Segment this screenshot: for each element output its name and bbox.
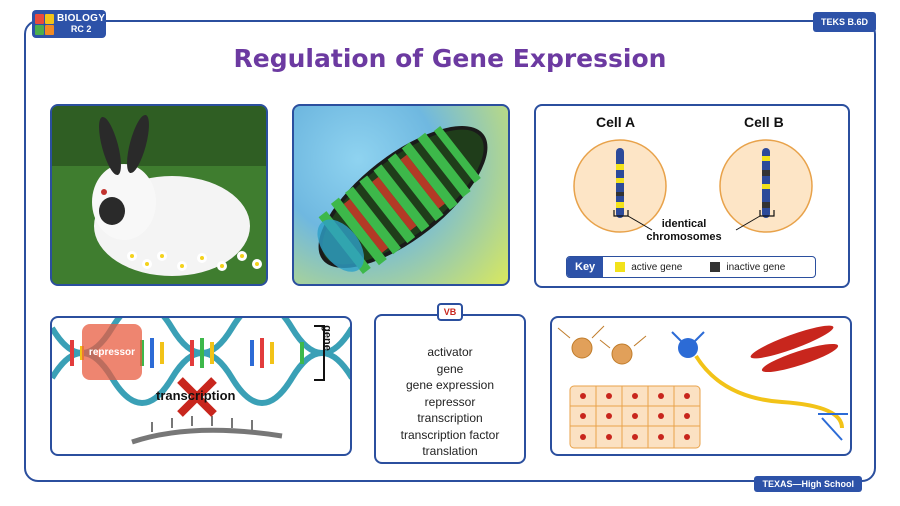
- legend-key: Key active gene inactive gene: [566, 256, 816, 278]
- vocab-word: gene: [436, 361, 464, 376]
- vocab-word: activator: [427, 345, 473, 359]
- transcription-label: transcription: [156, 388, 236, 403]
- vocabulary-panel: activator gene gene expression repressor…: [374, 314, 526, 464]
- glial-cells: [557, 325, 647, 365]
- badge-subject: BIOLOGY: [57, 13, 106, 24]
- chromosome-b: [762, 148, 770, 218]
- vocab-word: translation: [422, 444, 478, 458]
- repressor-protein: repressor: [82, 324, 142, 380]
- cell-b-label: Cell B: [744, 114, 784, 130]
- vocab-word: transcription factor: [400, 427, 500, 442]
- blocked-x-icon: [177, 377, 217, 417]
- mrna-strand: [131, 416, 283, 445]
- active-gene-label: active gene: [631, 261, 683, 273]
- vocab-word: transcription: [417, 411, 483, 425]
- biology-logo-icon: [35, 14, 54, 35]
- inactive-gene-swatch: [710, 262, 721, 272]
- biology-badge: BIOLOGY RC 2: [32, 10, 106, 38]
- embryo-image: [292, 104, 510, 286]
- vocabulary-list: activator gene gene expression repressor…: [376, 344, 524, 460]
- vocabulary-icon: VB: [437, 303, 463, 321]
- page-title: Regulation of Gene Expression: [233, 44, 667, 73]
- badge-code: RC 2: [70, 24, 92, 34]
- vocab-word: gene expression: [405, 378, 495, 392]
- active-gene-swatch: [615, 262, 626, 272]
- teks-badge: TEKS B.6D: [812, 12, 876, 32]
- inactive-gene-label: inactive gene: [726, 261, 786, 273]
- identical-chromosomes-label: identical chromosomes: [646, 218, 722, 243]
- gene-label: gene: [321, 325, 334, 351]
- rabbit-image: [50, 104, 268, 286]
- key-tag: Key: [567, 257, 604, 277]
- chromosome-a: [616, 148, 624, 218]
- cell-a-label: Cell A: [596, 114, 636, 130]
- chromosome-cells-panel: Cell A Cell B identical chromosomes Key …: [534, 104, 850, 288]
- vocab-word: repressor: [424, 394, 476, 409]
- cell-types-panel: [550, 316, 852, 456]
- texas-badge: TEXAS—High School: [754, 476, 862, 492]
- neuron-cell: [671, 331, 848, 441]
- dna-repressor-panel: repressor gene transcription: [50, 316, 352, 456]
- muscle-cells: [750, 325, 839, 373]
